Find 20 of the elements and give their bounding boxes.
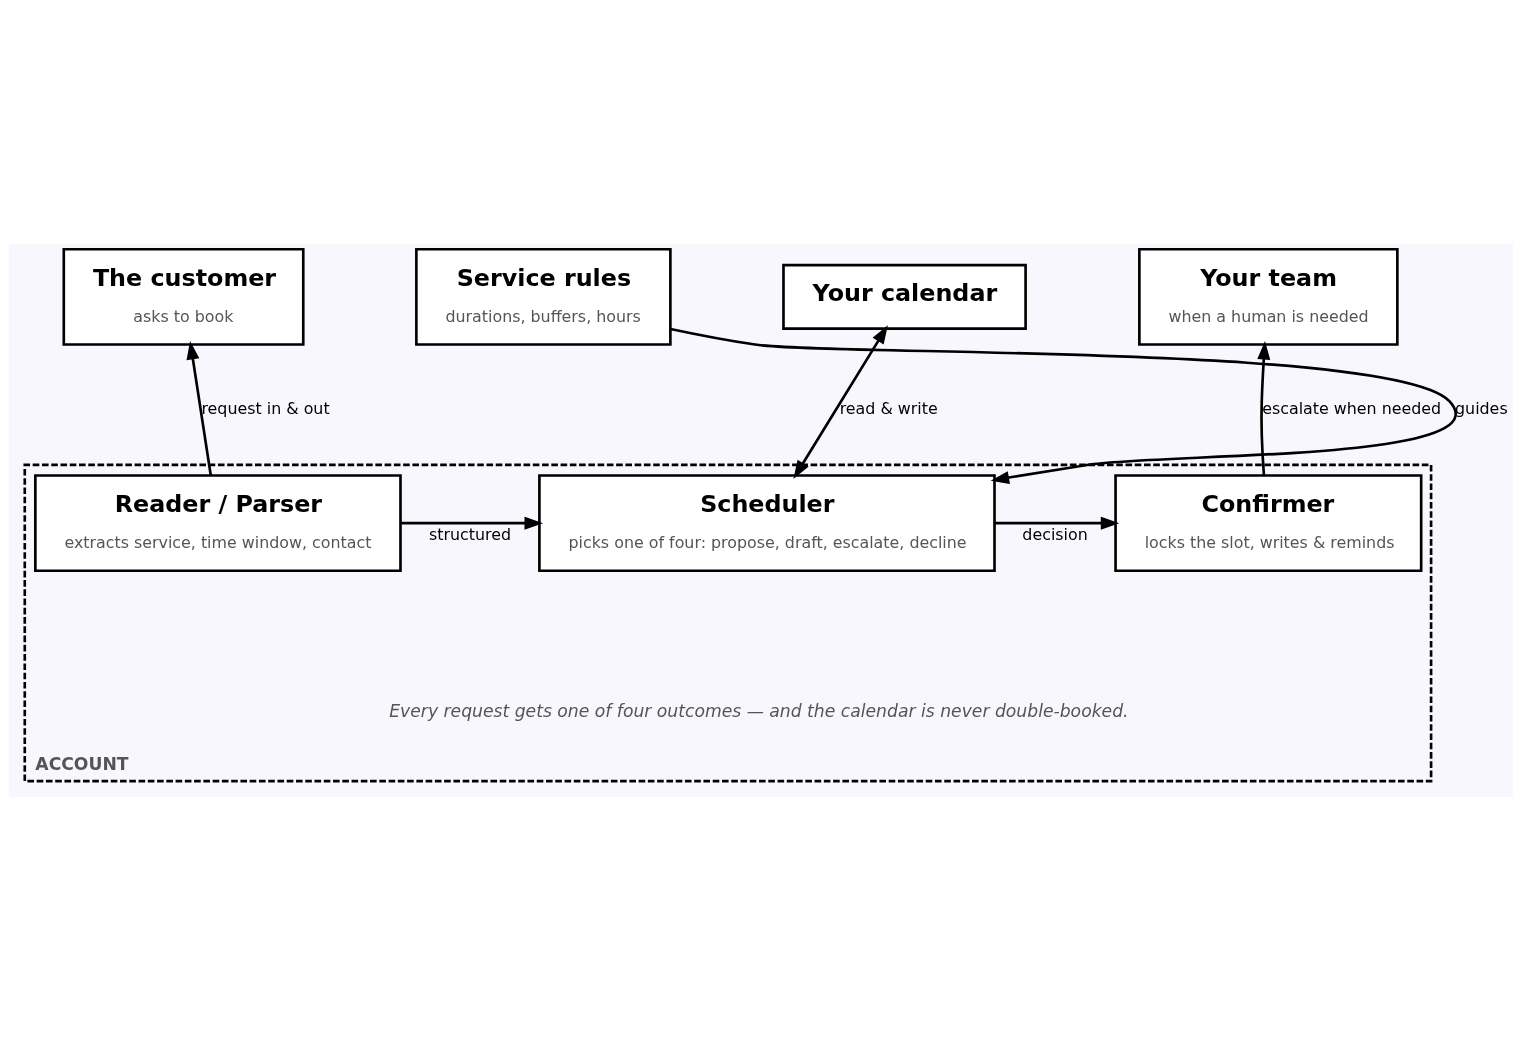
node-box: Scheduler picks one of four: propose, draft, escalate, decline — [538, 474, 996, 573]
edge-label: structured — [428, 524, 511, 544]
arrow — [186, 340, 213, 476]
edge-label: request in & out — [201, 399, 330, 419]
edge-label: guides — [1455, 399, 1508, 419]
edge-label: read & write — [839, 399, 938, 419]
node-box: Confirmer locks the slot, writes & reminds — [1114, 474, 1423, 573]
node-box: Your team when a human is needed — [1138, 247, 1399, 346]
arrow — [400, 516, 544, 530]
arrow — [1257, 340, 1271, 476]
node-box: Reader / Parser extracts service, time window, contact — [34, 474, 402, 573]
edge-label: decision — [1022, 524, 1088, 544]
node-box: Service rules durations, buffers, hours — [415, 247, 672, 346]
node-box: Your calendar — [782, 263, 1027, 330]
edge-label: escalate when needed — [1262, 399, 1442, 419]
node-box: The customer asks to book — [62, 247, 305, 346]
arrow — [994, 516, 1120, 530]
arrow — [670, 327, 1455, 484]
arrow — [793, 325, 888, 479]
label: Every request gets one of four outcomes — and the calendar is never double-booked. — [389, 700, 1129, 721]
